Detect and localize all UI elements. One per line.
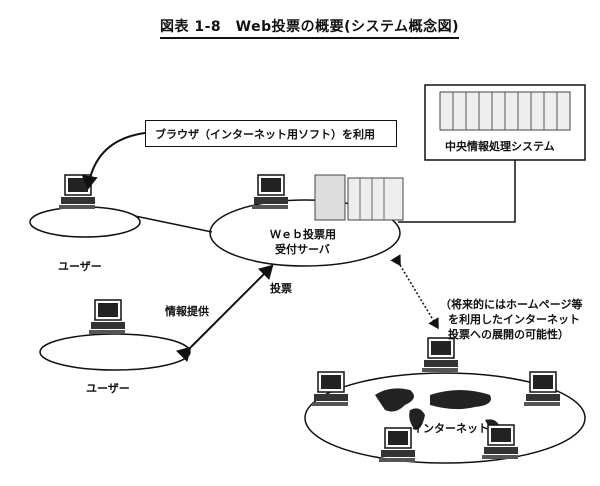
- server-label-line1: Ｗｅｂ投票用: [270, 228, 336, 241]
- web-server-icon: [251, 174, 404, 221]
- info-label: 情報提供: [165, 305, 209, 318]
- user2-computer-icon: [88, 299, 126, 335]
- internet-label: インターネット: [412, 422, 489, 435]
- browser-callout: [145, 120, 397, 147]
- central-system-link: [398, 160, 516, 223]
- user1-label: ユーザー: [58, 260, 102, 273]
- future-arrow: [390, 254, 439, 330]
- central-system-label: 中央情報処理システム: [445, 140, 555, 153]
- central-system-servers-icon: [424, 84, 586, 161]
- future-note-line1: （将来的にはホームページ等: [440, 298, 583, 311]
- user1-ellipse: [29, 206, 141, 238]
- user2-label: ユーザー: [86, 382, 130, 395]
- browser-arrow: [81, 132, 146, 190]
- world-map-icon: [375, 388, 500, 430]
- server-label-line2: 受付サーバ: [275, 243, 330, 256]
- vote-arrow: [175, 264, 274, 363]
- future-note-line2: を利用したインターネット: [448, 313, 580, 326]
- diagram-title: 図表 1-8 Web投票の概要(システム概念図): [160, 16, 460, 39]
- browser-label: ブラウザ（インターネット用ソフト）を利用: [155, 128, 375, 141]
- future-note-line3: 投票への展開の可能性）: [448, 328, 569, 341]
- internet-ellipse: [304, 372, 586, 464]
- user2-ellipse: [39, 333, 191, 371]
- vote-label: 投票: [270, 282, 292, 295]
